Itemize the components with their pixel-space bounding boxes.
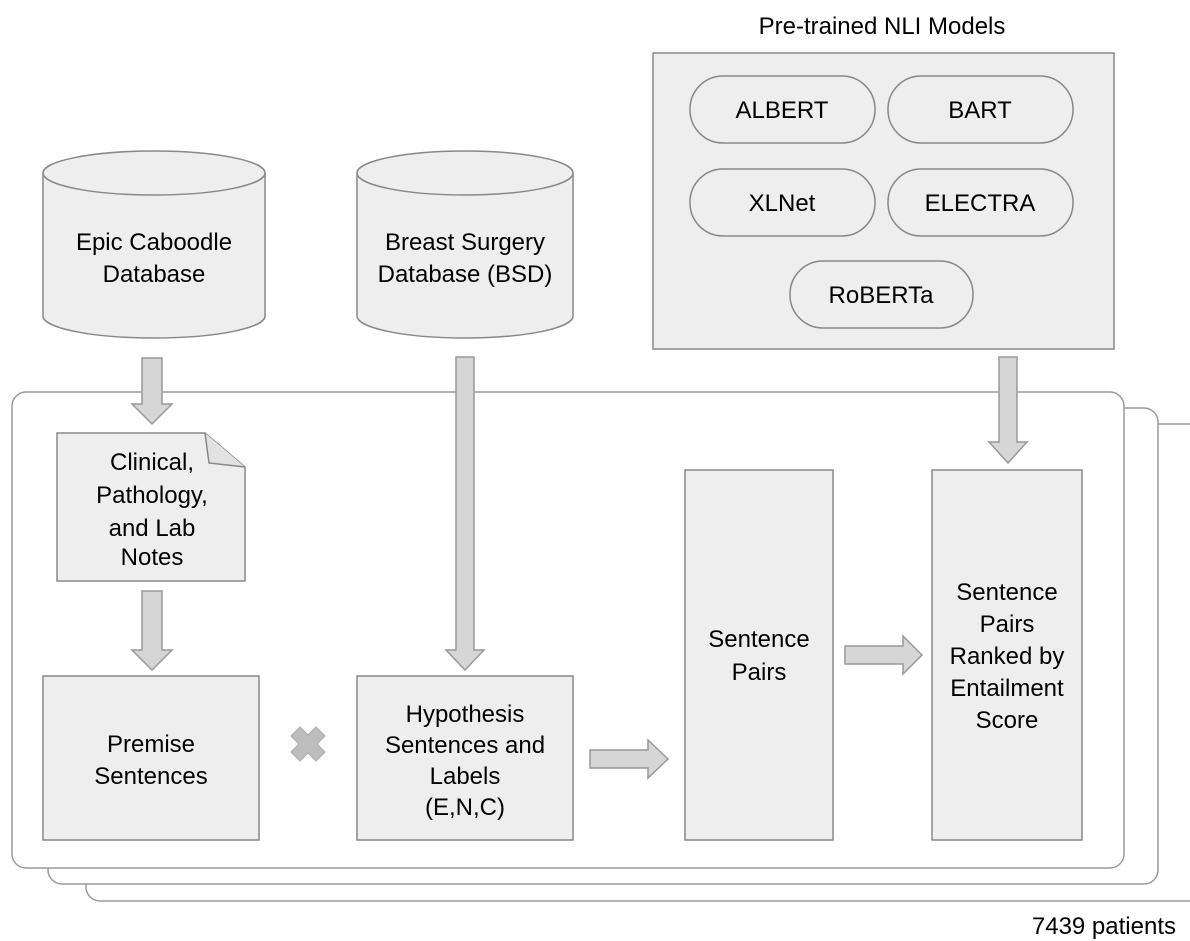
notes-label-line3: and Lab [109,515,196,542]
hypothesis-label-line4: (E,N,C) [425,794,505,821]
epic-db-top [42,150,266,196]
ranked-pairs-rect [931,469,1083,841]
arrow-notes-to-premise [130,590,174,672]
notes-label-line4: Notes [121,544,184,571]
premise-rect [42,675,260,841]
bsd-db-top [356,150,574,196]
hypothesis-rect [356,675,574,841]
premise-label-line2: Sentences [94,763,207,790]
sentence-pairs-label-line2: Pairs [732,659,787,686]
notes-label-line2: Pathology, [96,482,208,509]
model-electra: ELECTRA [887,168,1074,237]
models-title: Pre-trained NLI Models [759,13,1006,40]
ranked-label-line2: Pairs [980,611,1035,638]
arrow-pairs-to-ranked [844,634,924,676]
model-label-electra: ELECTRA [925,190,1036,217]
patients-label: 7439 patients [1032,913,1176,940]
model-pill-electra [887,168,1074,237]
model-label-bart: BART [948,97,1012,124]
model-label-xlnet: XLNet [749,190,816,217]
model-roberta: RoBERTa [789,260,974,329]
arrow-epic-to-notes [130,357,174,426]
sentence-pairs-rect [684,469,834,841]
arrow-models-to-ranked [987,356,1029,465]
hypothesis-label-line2: Sentences and [385,732,545,759]
sentence-pairs-label-line1: Sentence [708,626,809,653]
hypothesis-label-line1: Hypothesis [406,701,525,728]
arrow-bsd-to-hypothesis [444,356,486,672]
model-pill-bart [887,75,1074,144]
notes-label-line1: Clinical, [110,449,194,476]
model-pill-roberta [789,260,974,329]
epic-caboodle-database: Epic Caboodle Database [42,150,266,339]
model-pill-xlnet [689,168,876,237]
clinical-notes-document: Clinical, Pathology, and Lab Notes [56,432,246,582]
ranked-label-line4: Entailment [950,675,1064,702]
model-label-albert: ALBERT [736,97,829,124]
breast-surgery-database: Breast Surgery Database (BSD) [356,150,574,339]
bsd-db-label-line2: Database (BSD) [378,261,553,288]
epic-db-body [42,173,266,339]
ranked-pairs-box: Sentence Pairs Ranked by Entailment Scor… [931,469,1083,841]
ranked-label-line1: Sentence [956,579,1057,606]
model-bart: BART [887,75,1074,144]
model-label-roberta: RoBERTa [829,282,935,309]
hypothesis-box: Hypothesis Sentences and Labels (E,N,C) [356,675,574,841]
epic-db-label-line2: Database [103,261,206,288]
arrow-hypothesis-to-pairs [589,738,670,780]
patient-frame-front [11,391,1125,869]
bsd-db-label-line1: Breast Surgery [385,229,545,256]
cross-product-shape [290,726,326,762]
notes-document-fold [204,432,246,468]
sentence-pairs-box: Sentence Pairs [684,469,834,841]
premise-label-line1: Premise [107,731,195,758]
notes-document-shape [56,432,246,582]
hypothesis-label-line3: Labels [430,763,501,790]
ranked-label-line5: Score [976,707,1039,734]
premise-sentences-box: Premise Sentences [42,675,260,841]
model-xlnet: XLNet [689,168,876,237]
bsd-db-body [356,173,574,339]
cross-product-icon [290,726,326,762]
ranked-label-line3: Ranked by [950,643,1065,670]
model-pill-albert [689,75,876,144]
epic-db-label-line1: Epic Caboodle [76,229,232,256]
model-albert: ALBERT [689,75,876,144]
